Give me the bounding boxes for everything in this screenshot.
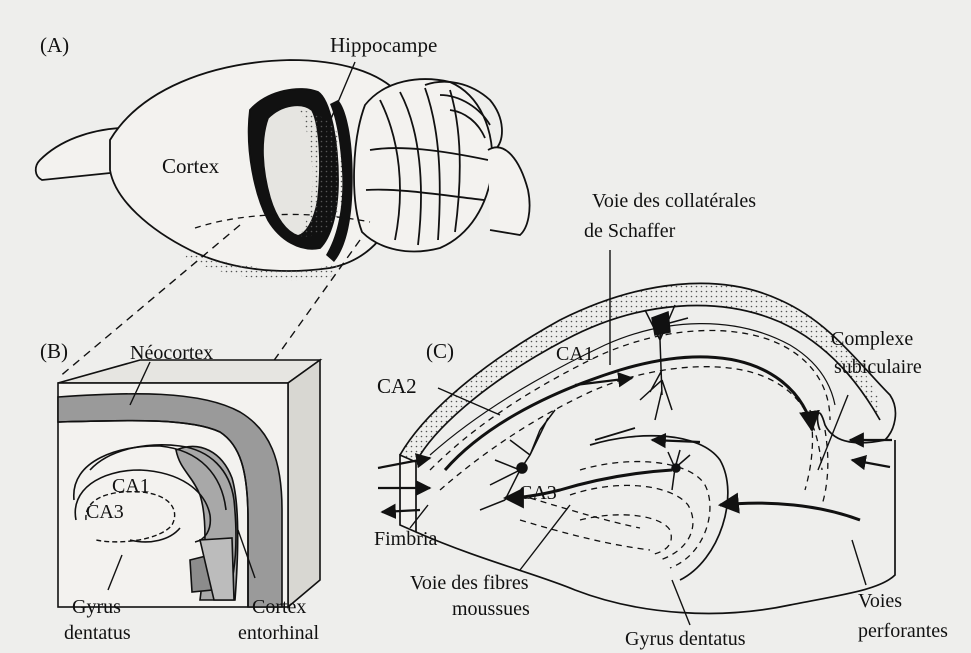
ca1-label-b: CA1 xyxy=(112,475,150,497)
cortex-entorhinal-line2: entorhinal xyxy=(238,622,320,644)
cortex-entorhinal-line1: Cortex xyxy=(252,596,306,618)
gyrus-label-b-line1: Gyrus xyxy=(72,596,121,618)
pathways xyxy=(378,357,892,520)
cortex-label: Cortex xyxy=(162,154,220,178)
mossy-label-line2: moussues xyxy=(452,598,530,620)
ca2-label-c: CA2 xyxy=(377,374,417,398)
complexe-label-line2: subiculaire xyxy=(834,356,922,378)
ca3-label-c: CA3 xyxy=(519,482,557,504)
complexe-label-line1: Complexe xyxy=(831,328,913,350)
ca1-label-c: CA1 xyxy=(556,343,594,365)
perforantes-label-line1: Voies xyxy=(858,590,902,612)
neurons xyxy=(480,305,690,510)
panel-c-label: (C) xyxy=(426,339,454,363)
fimbria-label: Fimbria xyxy=(374,528,437,550)
gyrus-label-b-line2: dentatus xyxy=(64,622,131,644)
panel-c-circuit xyxy=(400,283,895,613)
schaffer-label-line2: de Schaffer xyxy=(584,220,676,242)
panel-b-label: (B) xyxy=(40,339,68,363)
perforantes-label-line2: perforantes xyxy=(858,620,948,642)
panel-a-brain xyxy=(36,60,530,281)
panel-b-section xyxy=(58,360,320,607)
perforant-pathway xyxy=(720,503,860,520)
mossy-label-line1: Voie des fibres xyxy=(410,572,529,594)
panel-a-label: (A) xyxy=(40,33,69,57)
ca3-label-b: CA3 xyxy=(86,501,124,523)
gyrus-label-c: Gyrus dentatus xyxy=(625,628,746,650)
hippocampe-label: Hippocampe xyxy=(330,33,437,57)
schaffer-label-line1: Voie des collatérales xyxy=(592,190,756,212)
neocortex-label: Néocortex xyxy=(130,342,213,364)
